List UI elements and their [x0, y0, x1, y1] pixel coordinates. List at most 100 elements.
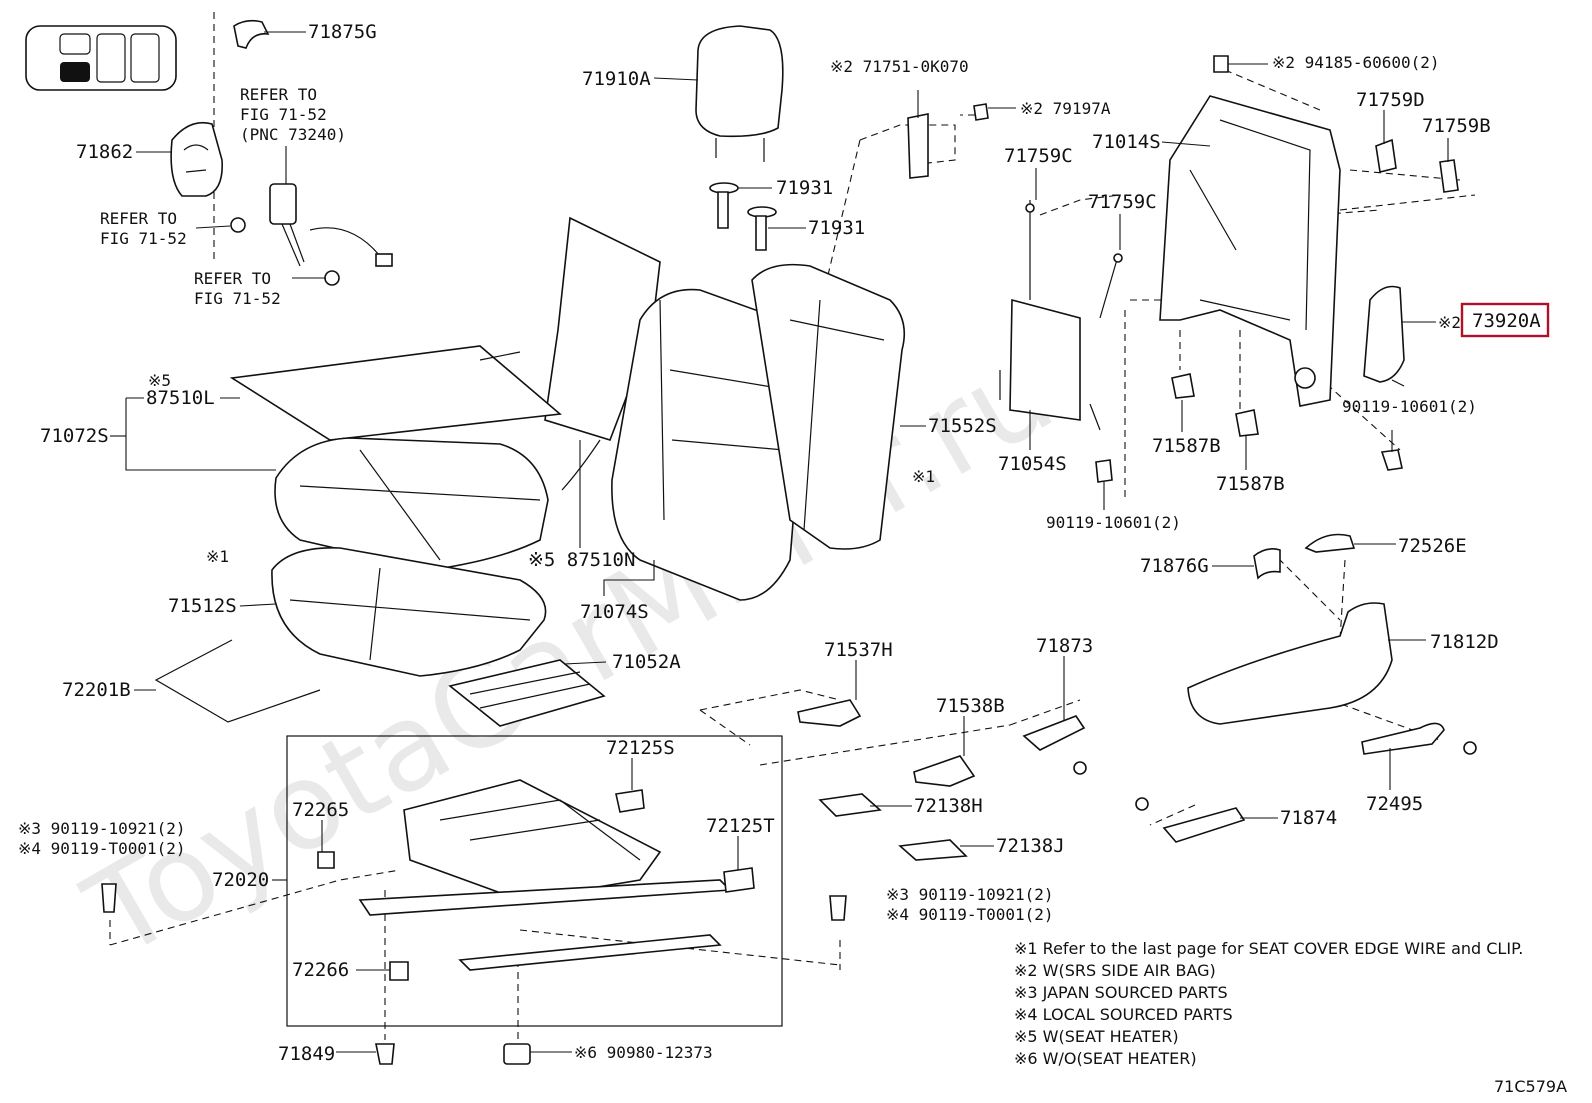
- part-79197A: [973, 103, 989, 121]
- label-71874: 71874: [1280, 807, 1337, 829]
- label-90119-10601-a: 90119-10601(2): [1342, 397, 1477, 416]
- label-71931-a: 71931: [776, 177, 833, 199]
- label-note1-b: ※1: [912, 467, 935, 486]
- label-72020: 72020: [212, 869, 269, 891]
- label-73920A-note: ※2: [1438, 313, 1461, 332]
- part-72125T: [723, 867, 755, 893]
- note-2: ※2 W(SRS SIDE AIR BAG): [1014, 961, 1216, 980]
- label-fig-71-52-a: FIG 71-52: [240, 105, 327, 124]
- label-71538B: 71538B: [936, 695, 1005, 717]
- label-pnc-73240: (PNC 73240): [240, 125, 346, 144]
- part-71876G: [1253, 548, 1281, 580]
- part-71587B-b: [1235, 409, 1259, 437]
- part-71875G: [233, 19, 270, 49]
- seat-belt-buckle: [230, 183, 393, 286]
- label-71862: 71862: [76, 141, 133, 163]
- bolt-71874: [1135, 797, 1149, 811]
- heater-cushion-wire: [479, 351, 521, 361]
- label-72495: 72495: [1366, 793, 1423, 815]
- label-71587B-b: 71587B: [1216, 473, 1285, 495]
- part-71862-detail: [183, 144, 209, 173]
- bolt-90119-10601-b: [1095, 459, 1113, 483]
- part-72495-lever: [1361, 722, 1445, 755]
- label-94185: ※2 94185-60600(2): [1272, 53, 1440, 72]
- label-71876G: 71876G: [1140, 555, 1209, 577]
- label-bolt-left-2: ※4 90119-T0001(2): [18, 839, 186, 858]
- label-87510L: 87510L: [146, 387, 215, 409]
- label-71751: ※2 71751-0K070: [830, 57, 969, 76]
- label-72125T: 72125T: [706, 815, 775, 837]
- part-heater-back: [544, 216, 661, 441]
- label-72526E: 72526E: [1398, 535, 1467, 557]
- label-72138J: 72138J: [996, 835, 1065, 857]
- label-71014S: 71014S: [1092, 131, 1161, 153]
- part-71537H: [797, 699, 862, 727]
- part-72265: [317, 851, 335, 869]
- headrest-guide-b: [747, 206, 777, 251]
- part-71874: [1162, 807, 1246, 843]
- part-71873: [1022, 715, 1086, 751]
- label-71812D: 71812D: [1430, 631, 1499, 653]
- label-72138H: 72138H: [914, 795, 983, 817]
- label-bolt-mid-1: ※3 90119-10921(2): [886, 885, 1054, 904]
- label-71849: 71849: [278, 1043, 335, 1065]
- leader-lines: [110, 31, 1449, 1053]
- part-72125S: [615, 789, 645, 813]
- part-71862: [170, 121, 223, 197]
- label-71587B-a: 71587B: [1152, 435, 1221, 457]
- label-fig-71-52-c: FIG 71-52: [194, 289, 281, 308]
- part-72266: [389, 961, 409, 981]
- headrest-guide-a: [709, 182, 739, 229]
- label-71910A: 71910A: [582, 68, 651, 90]
- part-71759B: [1439, 159, 1459, 193]
- label-72265: 72265: [292, 799, 349, 821]
- label-refer-to-a: REFER TO: [240, 85, 317, 104]
- label-73920A[interactable]: 73920A: [1472, 310, 1541, 332]
- part-71052A-spring: [448, 659, 606, 727]
- label-90119-10601-b: 90119-10601(2): [1046, 513, 1181, 532]
- label-72201B: 72201B: [62, 679, 131, 701]
- part-71812D-shield: [1187, 602, 1393, 725]
- part-cushion-cover: [274, 437, 549, 571]
- label-bolt-left-1: ※3 90119-10921(2): [18, 819, 186, 838]
- highlight-73920A: [1460, 302, 1550, 338]
- label-71074S: 71074S: [580, 601, 649, 623]
- label-71072S: 71072S: [40, 425, 109, 447]
- label-71873: 71873: [1036, 635, 1093, 657]
- recliner-knob: [1294, 367, 1316, 389]
- seat-adjuster: [358, 779, 732, 971]
- label-87510L-note: ※5: [148, 371, 171, 390]
- part-71751: [907, 113, 929, 179]
- label-71537H: 71537H: [824, 639, 893, 661]
- bolt-94185: [1213, 55, 1229, 73]
- part-seatback-frame: [1159, 95, 1341, 407]
- part-72138H: [818, 793, 882, 817]
- part-71759D: [1375, 138, 1397, 173]
- part-heater-cushion: [229, 345, 562, 441]
- label-refer-to-b: REFER TO: [100, 209, 177, 228]
- heater-back-wire: [561, 439, 601, 491]
- label-72125S: 72125S: [606, 737, 675, 759]
- figure-code: 71C579A: [1494, 1077, 1567, 1096]
- label-71759C-a: 71759C: [1004, 145, 1073, 167]
- note-3: ※3 JAPAN SOURCED PARTS: [1014, 983, 1228, 1002]
- note-4: ※4 LOCAL SOURCED PARTS: [1014, 1005, 1233, 1024]
- part-73920A-airbag: [1363, 285, 1405, 383]
- part-cushion-pad: [271, 547, 547, 677]
- part-72138J: [898, 839, 968, 861]
- lumbar-support: [999, 200, 1123, 431]
- seatback-pad-seams: [789, 299, 885, 531]
- label-71875G: 71875G: [308, 21, 377, 43]
- part-72526E-knob: [1304, 533, 1356, 553]
- label-71931-b: 71931: [808, 217, 865, 239]
- label-72266: 72266: [292, 959, 349, 981]
- note-5: ※5 W(SEAT HEATER): [1014, 1027, 1179, 1046]
- label-refer-to-c: REFER TO: [194, 269, 271, 288]
- seatback-frame-detail: [1189, 119, 1311, 331]
- seat-track-group-box: [286, 735, 783, 1027]
- notes-legend: ※1 Refer to the last page for SEAT COVER…: [1014, 939, 1523, 1068]
- label-bolt-mid-2: ※4 90119-T0001(2): [886, 905, 1054, 924]
- label-71054S: 71054S: [998, 453, 1067, 475]
